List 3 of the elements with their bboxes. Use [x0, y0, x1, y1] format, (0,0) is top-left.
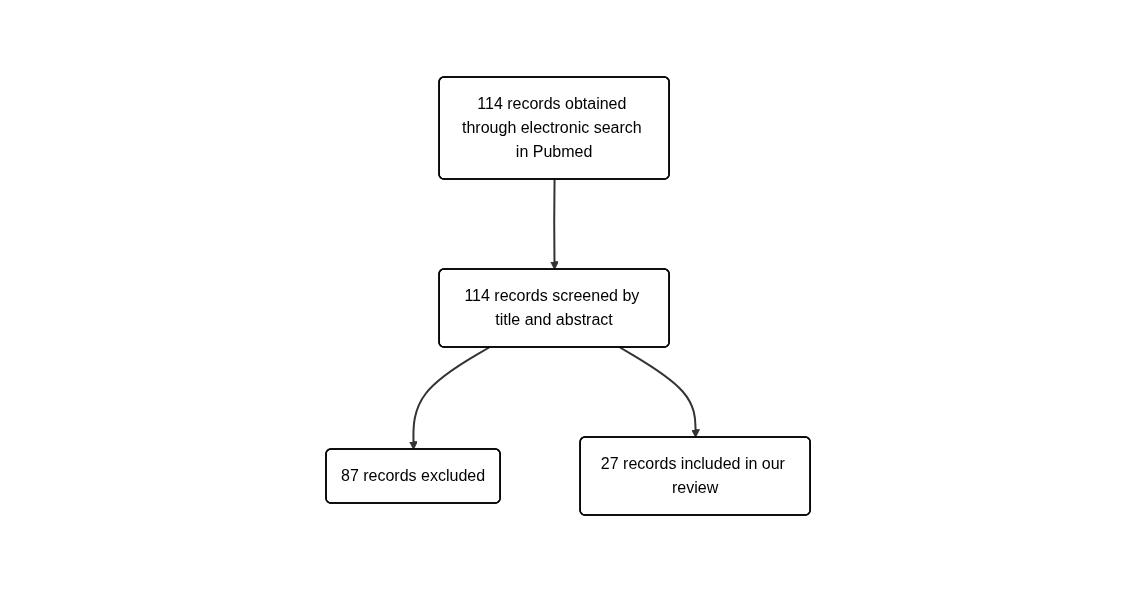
arrow: [619, 346, 700, 438]
arrow: [550, 178, 559, 270]
arrow: [409, 346, 491, 450]
